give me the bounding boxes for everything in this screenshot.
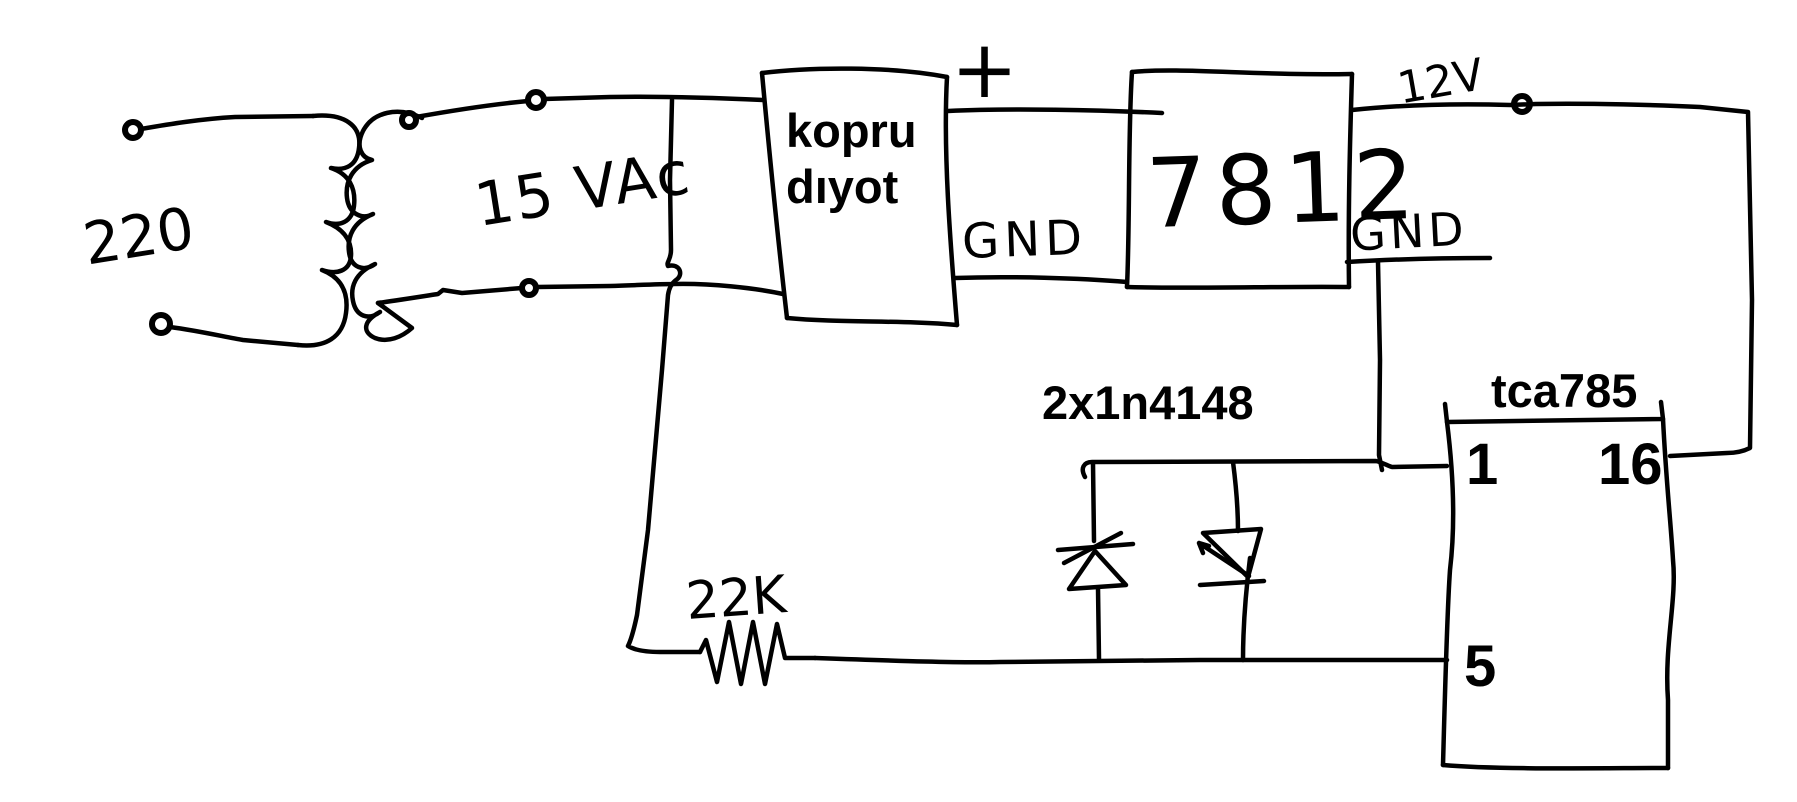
regulator-box-left [1124, 69, 1135, 290]
secondary-bottom-wire-b [534, 281, 786, 297]
regulator-gnd-label: GND [1349, 202, 1469, 262]
bridge-rectifier: kopru dıyot + GND [759, 23, 1165, 328]
bottom-rail [812, 655, 1450, 665]
diode-left-top-lead [1090, 460, 1097, 544]
primary-voltage-label: 220 [79, 194, 199, 278]
primary-coil [295, 113, 362, 348]
regulator-12v-wire [1349, 101, 1755, 459]
diode-right-cathode-bar [1197, 578, 1267, 588]
12v-wire-knot [1511, 93, 1533, 115]
primary-bottom-terminal [149, 312, 173, 336]
secondary-top-wire-b [541, 94, 766, 103]
sync-branch-wire [625, 97, 703, 655]
primary-top-lead [138, 113, 316, 132]
diode-right-triangle [1200, 526, 1264, 580]
primary-top-terminal [122, 119, 144, 141]
bridge-gnd-wire [952, 274, 1130, 285]
bridge-gnd-label: GND [961, 210, 1088, 270]
bridge-plus-wire [945, 107, 1165, 116]
regulator-box-right [1346, 71, 1355, 290]
ic-box-bottom [1440, 762, 1671, 771]
ic-pin16-label: 16 [1598, 432, 1663, 497]
transformer: 220 15 VAc [79, 89, 786, 348]
bridge-label-line2: dıyot [786, 160, 899, 213]
ic-box-left [1440, 419, 1456, 768]
secondary-voltage-label: 15 VAc [470, 138, 696, 241]
plus-output-label: + [951, 23, 1018, 116]
regulator-7812: 7812 12V GND [1124, 49, 1755, 473]
resistor-22k [697, 619, 818, 687]
ic-pin5-label: 5 [1464, 634, 1496, 699]
ic-tca785: tca785 1 16 5 [1440, 364, 1676, 771]
resistor-label: 22K [684, 565, 790, 632]
diode-top-rail [1080, 458, 1450, 480]
diode-right-slash [1196, 540, 1252, 579]
regulator-box-bottom [1124, 284, 1352, 290]
ic-label: tca785 [1491, 364, 1637, 417]
diode-right-top-lead [1230, 459, 1241, 534]
regulator-gnd-stub [1344, 255, 1493, 265]
diode-right-bottom-lead [1240, 555, 1253, 663]
sync-branch: 22K [625, 97, 1450, 687]
gnd-drop-wire [1375, 259, 1385, 473]
diodes-label: 2x1n4148 [1042, 376, 1254, 429]
bridge-label-line1: kopru [786, 104, 917, 157]
diode-right [1196, 459, 1267, 663]
diode-left-bottom-lead [1095, 585, 1102, 662]
secondary-coil [344, 109, 425, 343]
primary-bottom-lead [167, 324, 301, 348]
regulator-box-top [1129, 68, 1355, 77]
bridge-box-bottom [784, 315, 960, 328]
secondary-coil-terminal [399, 110, 419, 130]
bridge-box-right [943, 74, 960, 328]
bridge-box-left [759, 70, 790, 321]
secondary-bottom-wire-a [375, 285, 525, 306]
bridge-box-top [759, 66, 950, 80]
diode-left-slash [1061, 530, 1124, 566]
clamp-diodes: 2x1n4148 [1042, 376, 1450, 663]
diode-left [1055, 460, 1136, 662]
secondary-top-wire-a [413, 98, 531, 120]
ic-pin1-label: 1 [1466, 432, 1498, 497]
ic-box-right [1660, 416, 1676, 771]
secondary-top-terminal [525, 89, 547, 111]
regulator-label: 7812 [1144, 129, 1424, 251]
